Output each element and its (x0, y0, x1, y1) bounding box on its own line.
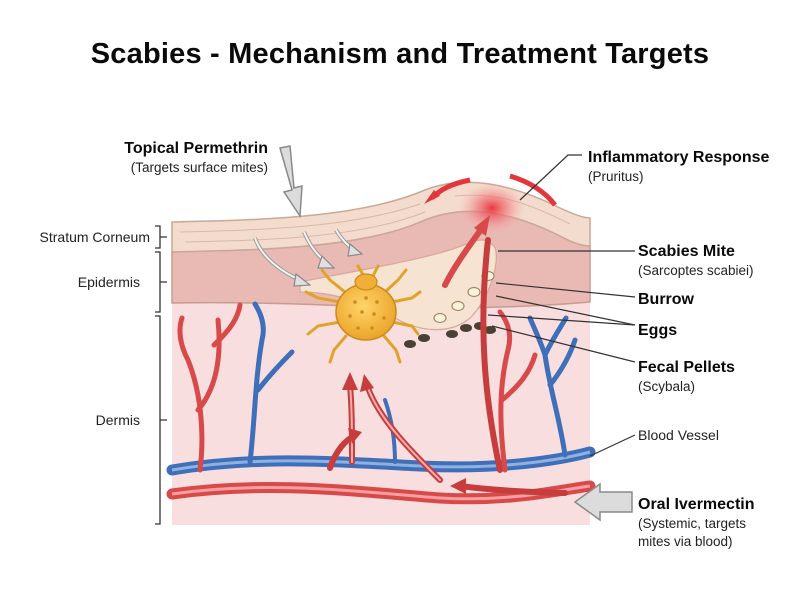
leader-lines (487, 154, 636, 457)
label-stratum-corneum: Stratum Corneum (40, 229, 150, 245)
label-inflammatory-response-sub: (Pruritus) (588, 169, 644, 184)
inflammation-zone (424, 173, 557, 288)
label-scabies-mite: Scabies Mite (638, 243, 735, 260)
label-oral-ivermectin-sub1: (Systemic, targets (638, 516, 746, 531)
fecal-pellets-group (404, 322, 496, 348)
label-oral-ivermectin: Oral Ivermectin (638, 496, 755, 513)
label-epidermis: Epidermis (78, 274, 140, 290)
skin-cross-section (171, 181, 591, 525)
label-eggs: Eggs (638, 322, 677, 339)
label-fecal-pellets: Fecal Pellets (638, 359, 735, 376)
label-scabies-mite-sub: (Sarcoptes scabiei) (638, 263, 754, 278)
inflammation-up-arrow (442, 225, 485, 288)
label-dermis: Dermis (96, 412, 140, 428)
label-burrow: Burrow (638, 291, 695, 308)
label-oral-ivermectin-sub2: mites via blood) (638, 534, 733, 549)
inflammation-arrow-left (424, 190, 440, 204)
label-inflammatory-response: Inflammatory Response (588, 149, 769, 166)
label-topical-permethrin: Topical Permethrin (124, 140, 268, 157)
label-topical-permethrin-sub: (Targets surface mites) (131, 160, 268, 175)
label-fecal-pellets-sub: (Scybala) (638, 379, 695, 394)
oral-ivermectin-arrows (327, 237, 633, 522)
label-blood-vessel: Blood Vessel (638, 427, 719, 443)
page-title: Scabies - Mechanism and Treatment Target… (90, 38, 710, 70)
scabies-mite (304, 264, 422, 364)
topical-permethrin-arrows (253, 145, 364, 287)
layer-brackets (155, 225, 167, 525)
